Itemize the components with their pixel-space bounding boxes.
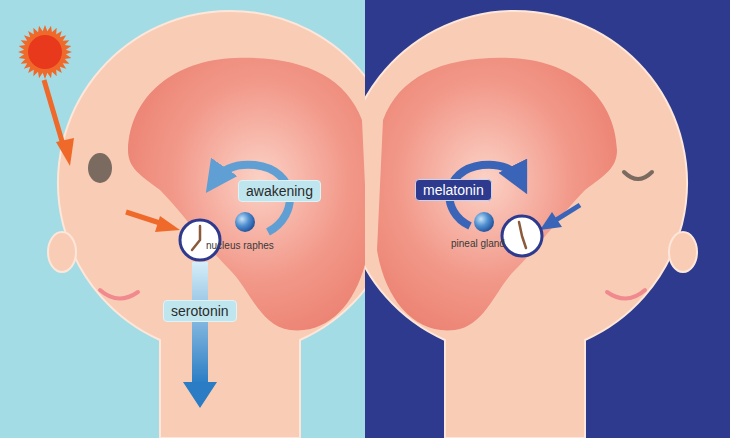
body-clock — [502, 216, 542, 256]
sun-disc — [28, 35, 62, 69]
serotonin-arrow — [192, 262, 208, 384]
sun-rays — [18, 25, 72, 79]
serotonin-arrowhead — [183, 382, 217, 408]
process-label: serotonin — [163, 300, 237, 322]
part-label: pineal gland — [451, 238, 505, 249]
sunlight-arrowhead — [56, 138, 74, 166]
dark-arrow — [556, 205, 580, 220]
process-label: awakening — [238, 180, 321, 202]
process-label: melatonin — [415, 179, 492, 201]
day-head — [48, 11, 365, 438]
part-label: nucleus raphes — [206, 240, 274, 251]
open-eye — [88, 153, 112, 183]
node-text: serotonin — [171, 303, 229, 319]
night-head — [365, 11, 697, 438]
smile — [100, 290, 138, 299]
moon — [668, 28, 703, 98]
node-text: awakening — [246, 183, 313, 199]
light-arrowhead — [155, 216, 180, 232]
sunlight-arrow — [44, 80, 64, 148]
pineal-gland-sphere — [474, 212, 494, 232]
nucleus-raphes-sphere — [235, 212, 255, 232]
dark-arrowhead — [540, 212, 562, 230]
smile — [607, 290, 645, 299]
closed-eye — [624, 172, 652, 179]
sun — [18, 25, 72, 79]
node-text: melatonin — [423, 182, 484, 198]
